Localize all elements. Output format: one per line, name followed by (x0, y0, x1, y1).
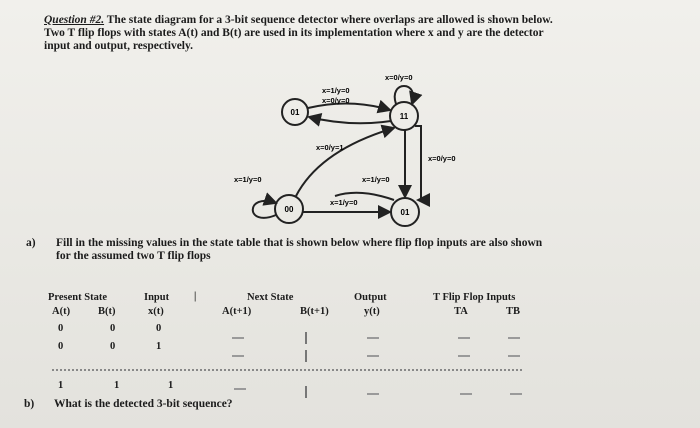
transition-00-to-11 (295, 124, 396, 197)
blank-cell (458, 337, 470, 339)
header-input: Input (144, 292, 170, 303)
blank-cell (305, 350, 307, 362)
table-cell: 1 (156, 341, 162, 352)
blank-cell (458, 355, 470, 357)
header-b-next: B(t+1) (300, 306, 329, 317)
header-present-state: Present State (48, 292, 107, 303)
table-cell: 1 (114, 380, 120, 391)
table-cell: 1 (168, 380, 174, 391)
state-label: 01 (291, 108, 300, 117)
transition-self-loop-00 (251, 192, 278, 219)
state-node-01-top: 01 (281, 98, 309, 126)
header-next-state: Next State (247, 292, 294, 303)
transition-label: x=0/y=1 (316, 143, 344, 152)
blank-cell (305, 332, 307, 344)
transition-11-side (415, 125, 430, 207)
state-label: 11 (400, 112, 409, 121)
header-divider: | (194, 291, 197, 302)
question-label: Question #2. (44, 14, 105, 26)
header-a-next: A(t+1) (222, 306, 252, 317)
question-line-3: input and output, respectively. (44, 40, 193, 52)
state-node-01-bottom: 01 (390, 197, 420, 227)
table-cell: 0 (58, 323, 64, 334)
part-a-text-1: Fill in the missing values in the state … (56, 237, 543, 249)
transition-label: x=0/y=0 (385, 73, 413, 82)
table-cell: 0 (110, 323, 116, 334)
transition-11-to-01 (307, 113, 392, 127)
transition-01b-to-00 (334, 191, 395, 201)
question-text: Question #2. The state diagram for a 3-b… (44, 14, 684, 53)
blank-cell (232, 337, 244, 339)
table-cell: 0 (110, 341, 116, 352)
header-b-t: B(t) (98, 306, 116, 317)
table-cell: 1 (58, 380, 64, 391)
transition-01-to-11 (307, 99, 392, 114)
blank-cell (510, 393, 522, 395)
blank-cell (234, 388, 246, 390)
part-a-text-2: for the assumed two T flip flops (56, 250, 211, 262)
header-output: Output (354, 292, 387, 303)
part-b-label: b) (24, 398, 35, 410)
blank-cell (367, 355, 379, 357)
state-node-00: 00 (274, 194, 304, 224)
table-omission-line (52, 369, 522, 371)
state-node-11: 11 (389, 101, 419, 131)
transition-self-loop-11 (393, 85, 423, 106)
transition-label: x=0/y=0 (322, 96, 350, 105)
table-cell: 0 (156, 323, 162, 334)
question-line-2: Two T flip flops with states A(t) and B(… (44, 27, 544, 39)
transition-label: x=1/y=0 (322, 86, 350, 95)
blank-cell (460, 393, 472, 395)
transition-label: x=1/y=0 (362, 175, 390, 184)
transition-label: x=0/y=0 (428, 154, 456, 163)
blank-cell (508, 355, 520, 357)
part-b-text: What is the detected 3-bit sequence? (54, 398, 233, 410)
blank-cell (508, 337, 520, 339)
header-y-t: y(t) (364, 306, 380, 317)
header-tff-inputs: T Flip Flop Inputs (433, 292, 516, 303)
header-tb: TB (506, 306, 521, 317)
header-ta: TA (454, 306, 468, 317)
header-x-t: x(t) (148, 306, 164, 317)
state-label: 01 (401, 208, 410, 217)
header-a-t: A(t) (52, 306, 71, 317)
transition-label: x=1/y=0 (234, 175, 262, 184)
state-label: 00 (285, 205, 294, 214)
blank-cell (367, 393, 379, 395)
part-a-label: a) (26, 237, 36, 249)
table-cell: 0 (58, 341, 64, 352)
transition-label: x=1/y=0 (330, 198, 358, 207)
blank-cell (305, 386, 307, 398)
question-line-1: The state diagram for a 3-bit sequence d… (106, 14, 553, 26)
blank-cell (232, 355, 244, 357)
blank-cell (367, 337, 379, 339)
